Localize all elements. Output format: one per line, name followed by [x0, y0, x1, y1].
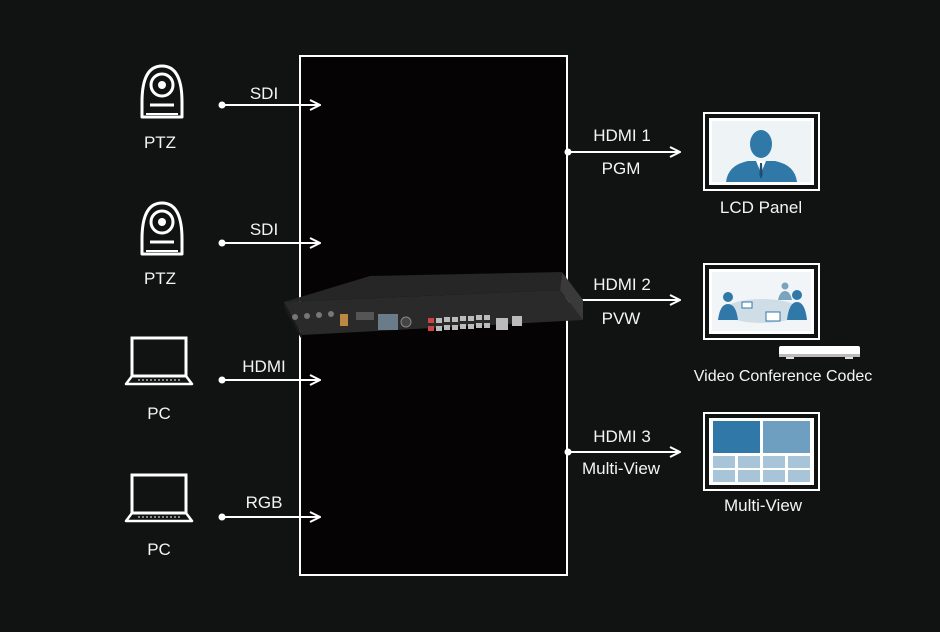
output-mode-label: PGM	[601, 159, 641, 178]
input-device-label: PTZ	[143, 269, 177, 288]
input-dot-1	[218, 101, 226, 109]
output-mode-label: PVW	[601, 309, 641, 328]
input-device-label: PTZ	[143, 133, 177, 152]
video-switcher-icon	[284, 272, 583, 340]
output-dot-3	[564, 448, 572, 456]
input-connections	[218, 101, 321, 521]
input-dot-2	[218, 239, 226, 247]
input-device-label: PC	[147, 404, 171, 423]
output-mode-label: Multi-View	[581, 459, 661, 478]
output-dot-1	[564, 148, 572, 156]
input-signal-label: RGB	[245, 493, 283, 512]
ptz-camera-icon	[140, 201, 184, 256]
laptop-icon	[124, 473, 194, 523]
input-dot-3	[218, 376, 226, 384]
output-port-label: HDMI 3	[593, 427, 651, 446]
multiview-monitor-icon	[703, 412, 820, 491]
codec-box-icon	[779, 346, 860, 359]
output-port-label: HDMI 2	[593, 275, 651, 294]
output-device-label: Multi-View	[723, 496, 803, 515]
output-device-label: LCD Panel	[719, 198, 803, 217]
input-device-label: PC	[147, 540, 171, 559]
output-connections	[564, 148, 681, 456]
output-port-label: HDMI 1	[593, 126, 651, 145]
input-signal-label: HDMI	[242, 357, 286, 376]
input-dot-4	[218, 513, 226, 521]
laptop-icon	[124, 336, 194, 386]
input-signal-label: SDI	[249, 220, 279, 239]
output-device-label: Video Conference Codec	[693, 368, 873, 385]
input-signal-label: SDI	[249, 84, 279, 103]
ptz-camera-icon	[140, 64, 184, 119]
video-conference-icon	[703, 263, 820, 340]
lcd-panel-presenter-icon	[703, 112, 820, 191]
